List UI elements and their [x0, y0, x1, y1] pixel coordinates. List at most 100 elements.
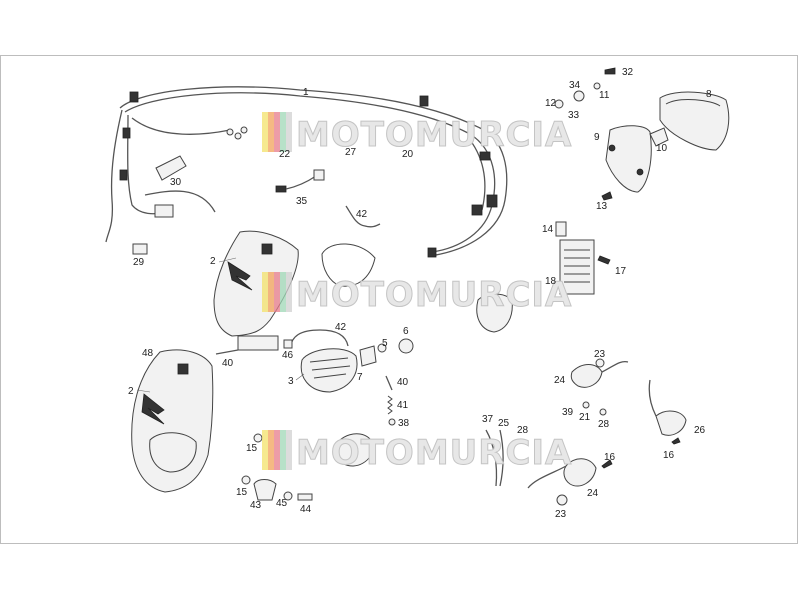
- watermark-text: MOTOMURCIA: [296, 275, 572, 315]
- watermark-text: MOTOMURCIA: [296, 433, 572, 473]
- callout-18: 18: [545, 276, 557, 287]
- callout-3: 3: [288, 376, 294, 387]
- hose: [345, 205, 381, 228]
- washer-38: [388, 418, 396, 426]
- bulb-23a: [595, 358, 605, 368]
- nut-28a: [599, 408, 607, 416]
- bulb-holder: [398, 338, 414, 354]
- bracket-43: [253, 479, 277, 501]
- callout-24-b: 24: [587, 488, 599, 499]
- callout-6: 6: [403, 326, 409, 337]
- washer-45: [283, 491, 293, 501]
- upper-front-shield: [213, 230, 299, 351]
- callout-37: 37: [482, 414, 494, 425]
- watermark-1: MOTOMURCIA: [262, 112, 572, 156]
- callouts: 1 2 2 3 5 6 7 8 9 10 11 12 13 14 15 15 1…: [128, 67, 712, 520]
- bulb-23b: [556, 494, 568, 506]
- callout-21: 21: [579, 412, 591, 423]
- screw-40b: [385, 375, 393, 391]
- callout-42-b: 42: [335, 322, 347, 333]
- callout-15-b: 15: [236, 487, 248, 498]
- fuse: [132, 243, 148, 255]
- tail-light-housing: [605, 125, 652, 193]
- watermark-text: MOTOMURCIA: [296, 115, 572, 155]
- callout-46: 46: [282, 350, 294, 361]
- headlight-reflector: [321, 243, 376, 287]
- callout-24-a: 24: [554, 375, 566, 386]
- nut-12: [554, 99, 564, 109]
- callout-14: 14: [542, 224, 554, 235]
- callout-16-b: 16: [663, 450, 675, 461]
- callout-22: 22: [279, 149, 291, 160]
- rear-indicator: [527, 458, 597, 489]
- callout-29: 29: [133, 257, 145, 268]
- callout-27: 27: [345, 147, 357, 158]
- callout-28-a: 28: [598, 419, 610, 430]
- adjuster: [359, 345, 377, 367]
- washer-11: [593, 82, 601, 90]
- mount-bracket: [476, 293, 513, 333]
- callout-2-upper: 2: [210, 256, 216, 267]
- horn: [336, 433, 375, 467]
- callout-45: 45: [276, 498, 288, 509]
- rubber-boot: [155, 155, 187, 181]
- watermark-3: MOTOMURCIA: [262, 430, 572, 474]
- watermark-2: MOTOMURCIA: [262, 272, 572, 316]
- callout-10: 10: [656, 143, 668, 154]
- screw-16b: [671, 437, 681, 445]
- headlight-bracket: [289, 329, 349, 349]
- callout-25: 25: [498, 418, 510, 429]
- screw-40a: [215, 349, 239, 355]
- bolt-17: [597, 255, 611, 265]
- wiring-harness: [105, 86, 508, 258]
- callout-1: 1: [303, 87, 309, 98]
- callout-44: 44: [300, 504, 312, 515]
- callout-32: 32: [622, 67, 634, 78]
- lower-front-shield: [131, 349, 214, 493]
- callout-5: 5: [382, 338, 388, 349]
- callout-34: 34: [569, 80, 581, 91]
- screw-16a: [601, 459, 613, 469]
- headlight: [300, 348, 358, 393]
- wire-bundle: [485, 429, 498, 487]
- callout-17: 17: [615, 266, 627, 277]
- nut-34: [573, 90, 585, 102]
- callout-38: 38: [398, 418, 410, 429]
- bolt-44: [297, 493, 313, 501]
- clip-15a: [253, 433, 263, 443]
- callout-7: 7: [357, 372, 363, 383]
- small-nut: [377, 343, 387, 353]
- screw-13: [601, 191, 613, 201]
- clip-15b: [241, 475, 251, 485]
- tail-light-lens: [659, 91, 730, 151]
- callout-8: 8: [706, 89, 712, 100]
- callout-23-b: 23: [555, 509, 567, 520]
- callout-43: 43: [250, 500, 262, 511]
- callout-26: 26: [694, 425, 706, 436]
- spring: [387, 395, 393, 415]
- callout-9: 9: [594, 132, 600, 143]
- callout-40-a: 40: [222, 358, 234, 369]
- voltage-regulator: [559, 239, 595, 295]
- grommet: [283, 339, 293, 349]
- callout-41: 41: [397, 400, 409, 411]
- callout-11: 11: [599, 90, 610, 101]
- callout-13: 13: [596, 201, 608, 212]
- front-right-indicator: [570, 360, 629, 388]
- callout-42-a: 42: [356, 209, 368, 220]
- callout-16-a: 16: [604, 452, 616, 463]
- callout-39: 39: [562, 407, 574, 418]
- clip-14: [555, 221, 567, 237]
- front-left-indicator: [648, 379, 687, 436]
- callout-48: 48: [142, 348, 154, 359]
- callout-23-a: 23: [594, 349, 606, 360]
- callout-28-b: 28: [517, 425, 529, 436]
- callout-35: 35: [296, 196, 308, 207]
- callout-20: 20: [402, 149, 414, 160]
- diagram-frame: [0, 55, 798, 544]
- screw-21: [582, 401, 590, 409]
- callout-40-b: 40: [397, 377, 409, 388]
- wire-bundle-b: [499, 429, 504, 487]
- callout-2-lower: 2: [128, 386, 134, 397]
